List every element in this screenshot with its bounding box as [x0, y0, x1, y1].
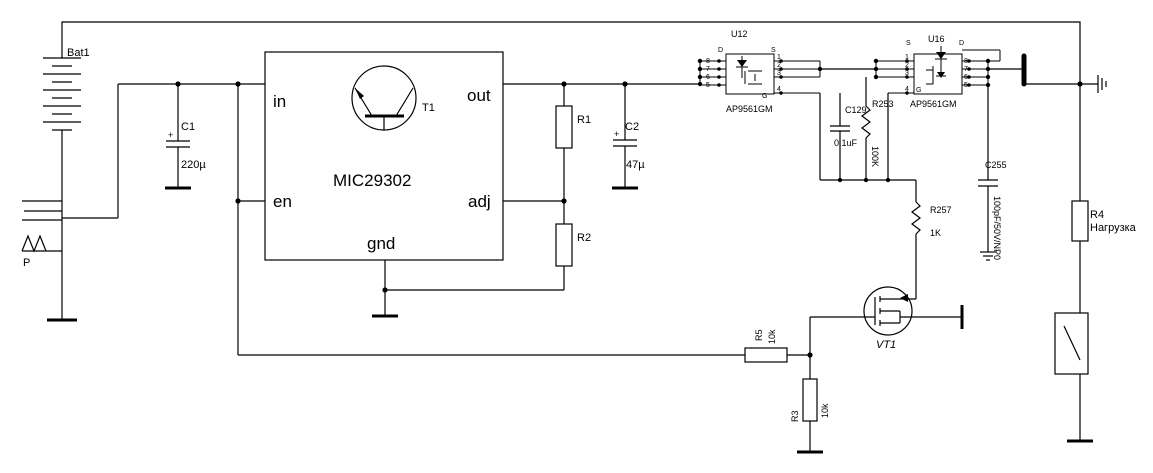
- r257-value: 1K: [930, 228, 941, 238]
- u16-part-label: AP9561GM: [910, 99, 957, 109]
- mosfet-u12: U12 D S 8 7 6 5 1: [697, 29, 823, 114]
- capacitor-c2: + C2 47µ: [612, 84, 645, 190]
- r5-label: R5: [754, 329, 764, 341]
- capacitor-c1: + C1 220µ: [165, 81, 206, 190]
- r5-value: 10k: [767, 329, 777, 344]
- adj-node: [503, 198, 567, 204]
- vt1-label: VT1: [876, 339, 896, 351]
- mosfet-vt1: VT1: [809, 286, 964, 379]
- load-connector: [988, 53, 1107, 93]
- u12-pin-d: D: [718, 47, 723, 54]
- ic-mic29302: in out en adj gnd MIC29302: [264, 51, 504, 261]
- u12-pin-l4: 5: [706, 82, 710, 89]
- resistor-r5: R5 10k: [744, 329, 813, 363]
- c2-value: 47µ: [626, 159, 645, 171]
- u12-pin-r3: 3: [777, 70, 781, 77]
- r257-label: R257: [930, 205, 952, 215]
- c129-value: 0.1uF: [834, 138, 858, 148]
- r4-value: Нагрузка: [1090, 222, 1137, 234]
- u12-pin-l3: 6: [706, 74, 710, 81]
- u16-pin-l1: 1: [905, 54, 909, 61]
- u16-pin-d: D: [959, 40, 964, 47]
- pin-out-label: out: [467, 86, 491, 105]
- u16-pin-s: S: [906, 40, 911, 47]
- u12-u16-bridge: [820, 58, 879, 80]
- u12-pin-r1: 1: [777, 54, 781, 61]
- r2-label: R2: [577, 232, 591, 244]
- u16-pin-l4: 4: [905, 86, 909, 93]
- c129-label: C129: [845, 105, 867, 115]
- u12-part-label: AP9561GM: [726, 104, 773, 114]
- u16-pin-g: G: [916, 87, 921, 94]
- ic-input-wires: [235, 81, 745, 356]
- r253-label: R253: [872, 99, 894, 109]
- bat1-label: Bat1: [67, 47, 90, 59]
- u16-pin-r2: 7: [964, 66, 968, 73]
- top-ground-rail: [61, 21, 1081, 84]
- u16-pin-l2: 2: [905, 62, 909, 69]
- u16-pin-l3: 3: [905, 70, 909, 77]
- u16-pin-r4: 5: [964, 82, 968, 89]
- pin-gnd-label: gnd: [367, 234, 395, 253]
- connector-p: P: [21, 83, 238, 322]
- u12-pin-l1: 8: [706, 58, 710, 65]
- u16-pin-r1: 8: [964, 58, 968, 65]
- u16-pin-r3: 6: [964, 74, 968, 81]
- u12-pin-r2: 2: [777, 62, 781, 69]
- battery-bat1: Bat1: [43, 47, 90, 200]
- u12-pin-s: S: [771, 47, 776, 54]
- c1-label: C1: [181, 121, 195, 133]
- ic-name-label: MIC29302: [333, 171, 411, 190]
- resistor-r4-load: R4 Нагрузка: [1071, 84, 1137, 313]
- resistor-r1: R1: [555, 84, 591, 224]
- transistor-t1: T1: [351, 65, 435, 131]
- pin-in-label: in: [273, 92, 286, 111]
- mosfet-u16: U16 S D 1 2 3: [876, 34, 1001, 109]
- gate-network: C129 0.1uF R253 100K R257 1K: [819, 77, 952, 296]
- u16-label: U16: [928, 34, 945, 44]
- u12-pin-g: G: [762, 93, 767, 100]
- c2-plus: +: [614, 129, 619, 139]
- r253-value: 100K: [870, 146, 880, 167]
- r3-value: 10k: [820, 403, 830, 418]
- c255-value: 100pF/50V/NP0: [992, 196, 1002, 260]
- pin-adj-label: adj: [468, 192, 491, 211]
- c1-value: 220µ: [181, 159, 206, 171]
- ic-output-rail: [503, 81, 700, 87]
- c2-label: C2: [625, 121, 639, 133]
- r1-label: R1: [577, 114, 591, 126]
- u12-pin-r4: 4: [777, 86, 781, 93]
- u12-label: U12: [731, 29, 748, 39]
- r3-label: R3: [790, 410, 800, 422]
- capacitor-c255: C255 100pF/50V/NP0: [978, 85, 1007, 261]
- u12-pin-l2: 7: [706, 66, 710, 73]
- t1-label: T1: [422, 102, 435, 114]
- c1-plus: +: [168, 130, 173, 140]
- switch: [1054, 312, 1093, 443]
- c255-label: C255: [985, 160, 1007, 170]
- ic-ground-wire: [372, 260, 564, 318]
- pin-en-label: en: [273, 192, 292, 211]
- p-label: P: [23, 257, 30, 269]
- resistor-r3: R3 10k: [790, 378, 830, 454]
- r4-label: R4: [1090, 209, 1104, 221]
- resistor-r2: R2: [555, 223, 591, 290]
